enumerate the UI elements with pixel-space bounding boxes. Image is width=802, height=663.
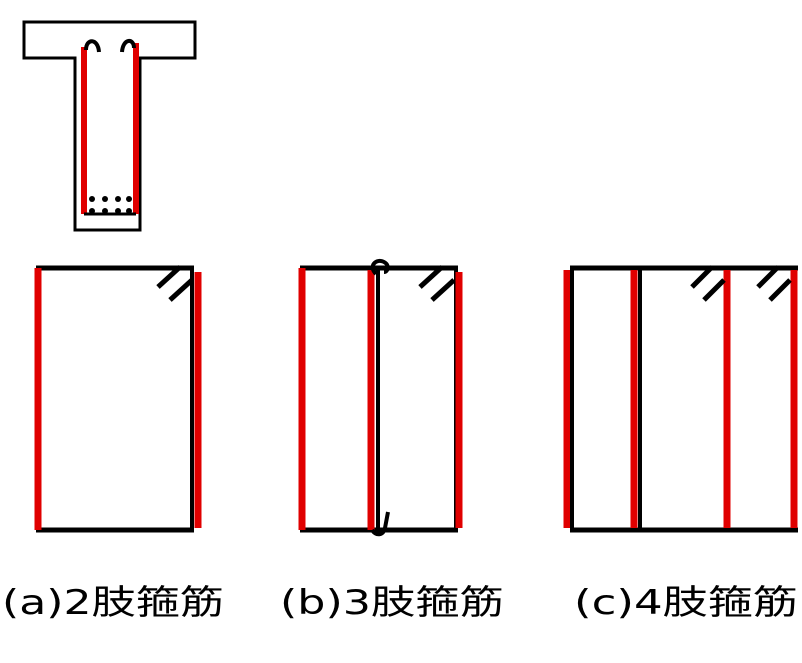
hook-mark bbox=[168, 278, 194, 302]
hook-mark bbox=[430, 278, 456, 302]
tie-hook-top bbox=[370, 259, 390, 276]
t-beam-outline bbox=[22, 20, 197, 232]
rebar-dot bbox=[115, 208, 121, 214]
stirrup-hook-left bbox=[84, 39, 101, 53]
stirrup-3-leg bbox=[298, 259, 463, 537]
stirrup-4-leg bbox=[563, 265, 798, 533]
rebar-dot bbox=[102, 208, 108, 214]
stirrup-hook-right bbox=[120, 39, 136, 53]
rebar-dot bbox=[115, 196, 121, 202]
stirrup-2-leg bbox=[34, 265, 202, 533]
rebar-dot bbox=[89, 208, 95, 214]
hook-mark bbox=[768, 278, 792, 302]
rebar-dot bbox=[126, 208, 132, 214]
caption-a: (a)2肢箍筋 bbox=[2, 583, 224, 623]
t-beam-section bbox=[22, 20, 197, 232]
rebar-dots bbox=[89, 196, 132, 214]
tie-hook-bottom bbox=[370, 511, 390, 537]
hook-mark bbox=[690, 265, 714, 289]
rebar-dot bbox=[89, 196, 95, 202]
hook-mark bbox=[756, 265, 780, 289]
hook-mark bbox=[156, 265, 182, 289]
hook-mark bbox=[418, 265, 444, 289]
hook-mark bbox=[702, 278, 726, 302]
caption-b: (b)3肢箍筋 bbox=[280, 583, 504, 623]
rebar-dot bbox=[102, 196, 108, 202]
caption-c: (c)4肢箍筋 bbox=[574, 583, 798, 623]
rebar-dot bbox=[126, 196, 132, 202]
